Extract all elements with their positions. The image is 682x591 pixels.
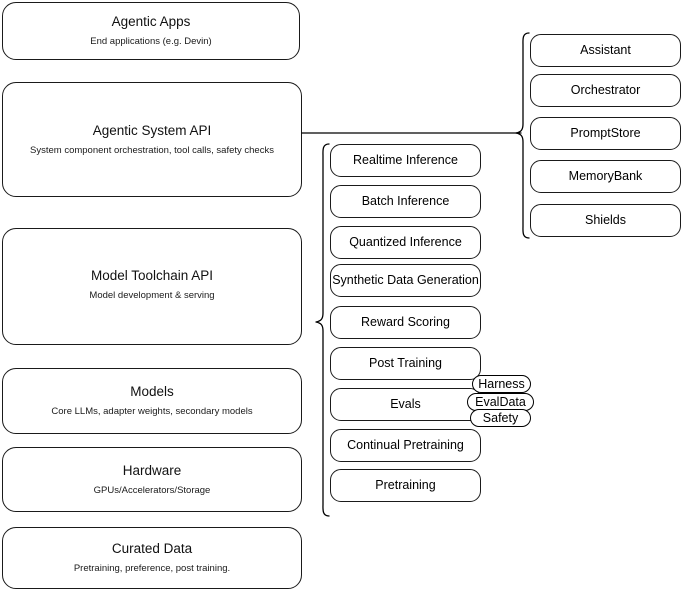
toolchain-component-label: Batch Inference (361, 193, 450, 208)
stack-layer-curated-data[interactable]: Curated Data Pretraining, preference, po… (2, 527, 302, 589)
toolchain-component-pretraining[interactable]: Pretraining (330, 469, 481, 502)
toolchain-component-continual-pretraining[interactable]: Continual Pretraining (330, 429, 481, 462)
stack-layer-subtitle: System component orchestration, tool cal… (30, 144, 274, 156)
stack-layer-subtitle: Model development & serving (89, 289, 215, 301)
toolchain-component-label: Reward Scoring (361, 314, 450, 329)
toolchain-component-post-training[interactable]: Post Training (330, 347, 481, 380)
stack-layer-agentic-apps[interactable]: Agentic Apps End applications (e.g. Devi… (2, 2, 300, 60)
stack-layer-model-toolchain-api[interactable]: Model Toolchain API Model development & … (2, 228, 302, 345)
agentic-component-label: MemoryBank (568, 168, 643, 183)
evals-subcomponent-label: Safety (482, 411, 519, 425)
toolchain-component-label: Quantized Inference (349, 234, 462, 249)
brace-agentic-components (515, 32, 530, 239)
agentic-component-label: Orchestrator (570, 82, 641, 97)
evals-subcomponent-harness[interactable]: Harness (472, 375, 531, 393)
stack-layer-subtitle: Core LLMs, adapter weights, secondary mo… (51, 406, 253, 417)
toolchain-component-realtime-inference[interactable]: Realtime Inference (330, 144, 481, 177)
toolchain-component-label: Pretraining (375, 477, 436, 492)
brace-toolchain-components (315, 143, 330, 517)
evals-subcomponent-safety[interactable]: Safety (470, 409, 531, 427)
evals-subcomponent-label: Harness (478, 377, 525, 391)
toolchain-component-evals[interactable]: Evals (330, 388, 481, 421)
stack-layer-models[interactable]: Models Core LLMs, adapter weights, secon… (2, 368, 302, 434)
agentic-component-promptstore[interactable]: PromptStore (530, 117, 681, 150)
agentic-component-shields[interactable]: Shields (530, 204, 681, 237)
stack-layer-subtitle: End applications (e.g. Devin) (90, 36, 212, 47)
stack-layer-title: Model Toolchain API (90, 268, 214, 283)
agentic-component-assistant[interactable]: Assistant (530, 34, 681, 67)
agentic-component-label: PromptStore (570, 125, 641, 140)
stack-layer-agentic-system-api[interactable]: Agentic System API System component orch… (2, 82, 302, 197)
stack-layer-hardware[interactable]: Hardware GPUs/Accelerators/Storage (2, 447, 302, 512)
toolchain-component-synthetic-data-generation[interactable]: Synthetic Data Generation (330, 264, 481, 297)
toolchain-component-label: Continual Pretraining (347, 437, 464, 452)
agentic-component-memorybank[interactable]: MemoryBank (530, 160, 681, 193)
stack-layer-title: Agentic System API (92, 123, 212, 138)
toolchain-component-label: Synthetic Data Generation (332, 272, 479, 287)
agentic-component-orchestrator[interactable]: Orchestrator (530, 74, 681, 107)
stack-layer-title: Agentic Apps (111, 14, 191, 30)
toolchain-component-label: Post Training (369, 355, 442, 370)
stack-layer-title: Curated Data (111, 541, 193, 557)
toolchain-component-label: Evals (390, 396, 421, 411)
stack-layer-title: Models (130, 384, 174, 400)
agentic-component-label: Assistant (580, 42, 631, 57)
stack-layer-subtitle: GPUs/Accelerators/Storage (93, 484, 211, 496)
toolchain-component-batch-inference[interactable]: Batch Inference (330, 185, 481, 218)
agentic-component-label: Shields (585, 212, 626, 227)
stack-layer-subtitle: Pretraining, preference, post training. (73, 563, 231, 574)
stack-layer-title: Hardware (122, 462, 182, 478)
toolchain-component-label: Realtime Inference (353, 152, 458, 167)
toolchain-component-reward-scoring[interactable]: Reward Scoring (330, 306, 481, 339)
evals-subcomponent-label: EvalData (475, 395, 526, 409)
toolchain-component-quantized-inference[interactable]: Quantized Inference (330, 226, 481, 259)
